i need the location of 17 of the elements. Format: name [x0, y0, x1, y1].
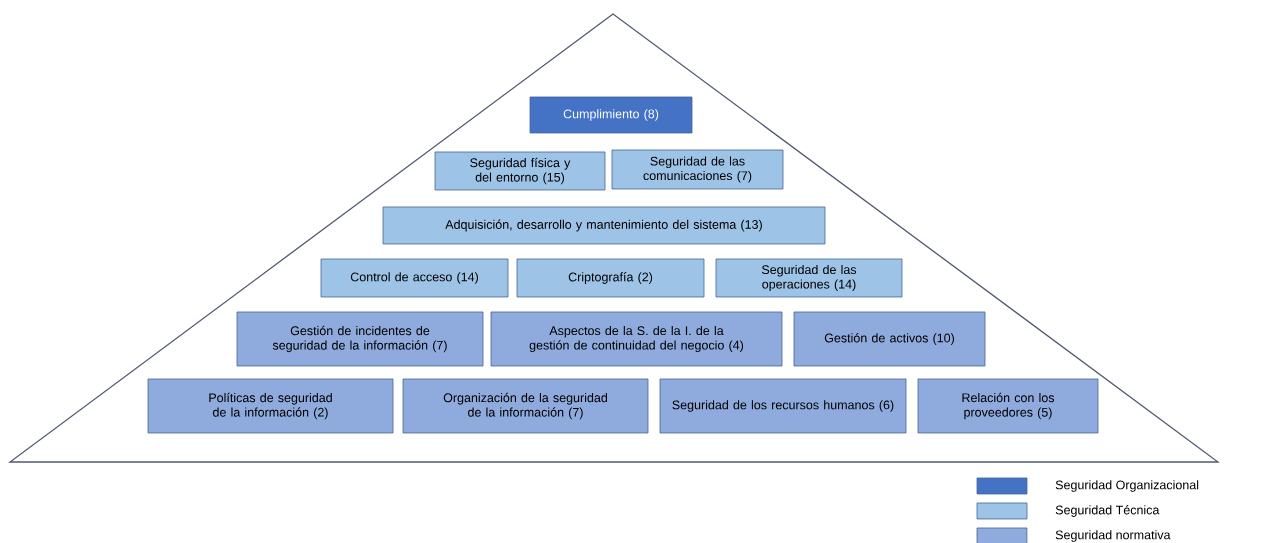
category-box: Seguridad de las comunicaciones (7)	[611, 149, 784, 190]
category-box: Cumplimiento (8)	[529, 96, 693, 134]
category-box: Criptografía (2)	[516, 258, 705, 298]
category-box: Seguridad física y del entorno (15)	[434, 151, 606, 191]
category-box: Relación con los proveedores (5)	[917, 378, 1099, 434]
category-box: Control de acceso (14)	[320, 258, 509, 298]
legend-label: Seguridad Organizacional	[1055, 480, 1199, 492]
category-box: Seguridad de los recursos humanos (6)	[659, 378, 907, 434]
legend-label: Seguridad Técnica	[1055, 505, 1160, 517]
category-box: Aspectos de la S. de la I. de la gestión de continuidad del negocio (4)	[490, 311, 783, 367]
category-box: Gestión de incidentes de seguridad de la información (7)	[236, 311, 484, 367]
category-box: Seguridad de las operaciones (14)	[715, 258, 903, 298]
legend-label: Seguridad normativa	[1055, 530, 1171, 542]
category-box: Adquisición, desarrollo y mantenimiento del sistema (13)	[382, 206, 826, 245]
category-box: Políticas de seguridad de la información (2)	[147, 378, 394, 434]
category-box: Organización de la seguridad de la información (7)	[402, 378, 649, 434]
category-box: Gestión de activos (10)	[793, 311, 986, 367]
